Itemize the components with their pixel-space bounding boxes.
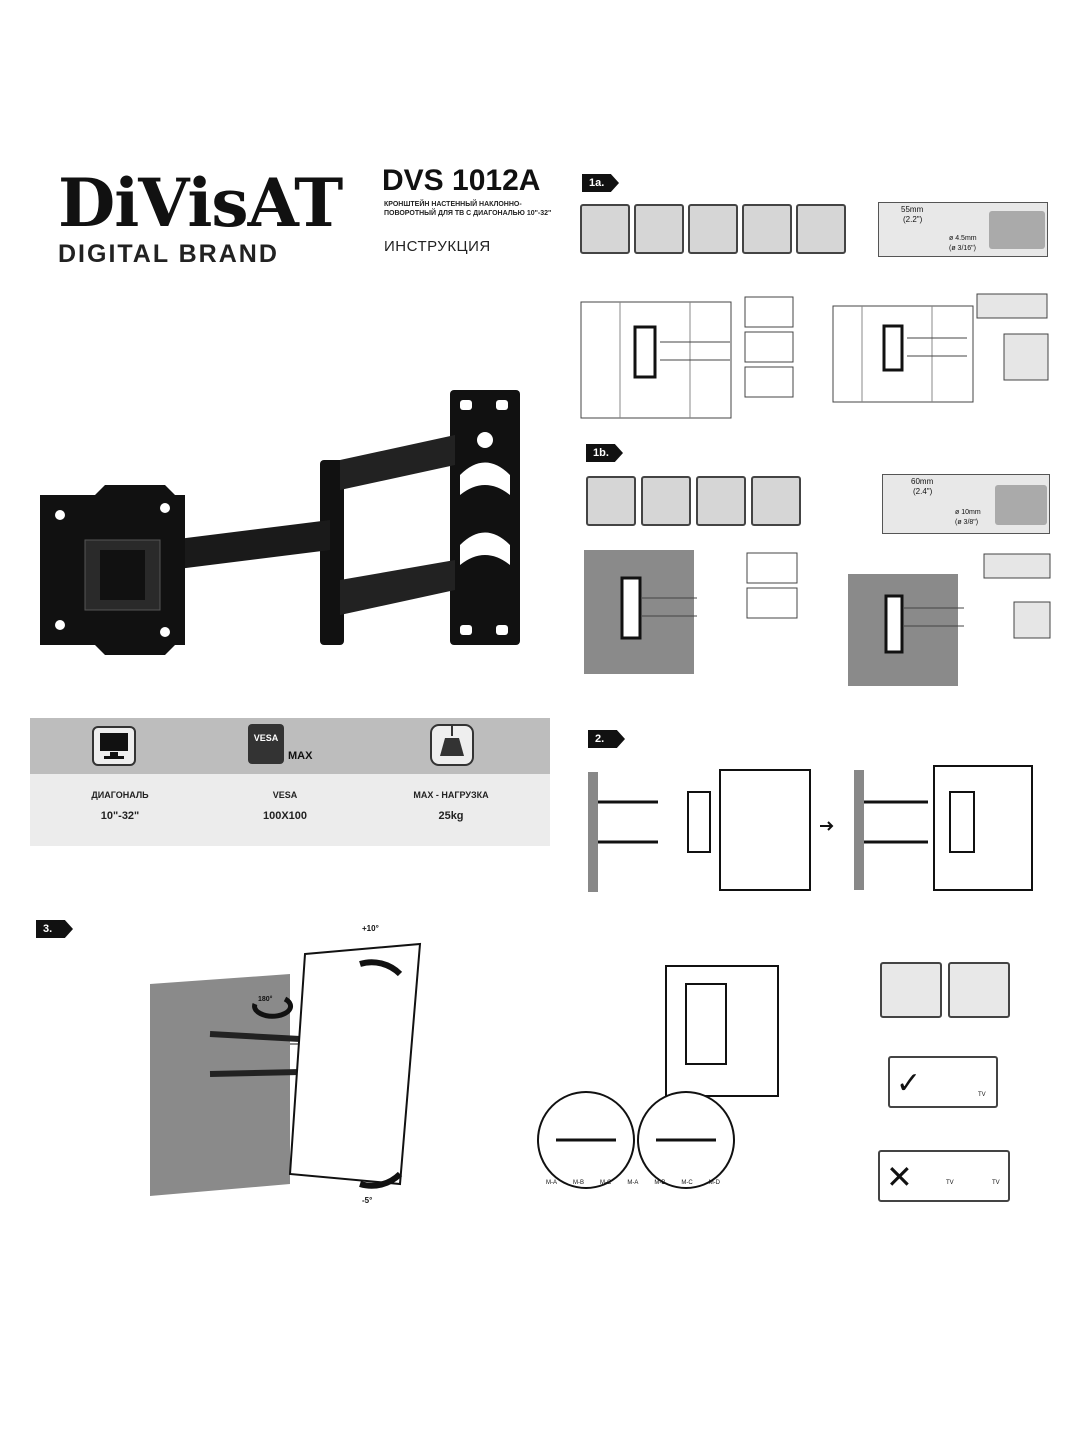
- tv-label: TV: [978, 1092, 986, 1098]
- step-badge-1a: 1a.: [582, 174, 619, 192]
- screwdriver-icon: [948, 962, 1010, 1018]
- screw-label: M-D: [708, 1180, 721, 1186]
- screw-label: M-B: [573, 1180, 584, 1186]
- drill-diameter-1a-in: (ø 3/16"): [949, 245, 976, 252]
- bracket-photo: [40, 390, 520, 655]
- product-description: КРОНШТЕЙН НАСТЕННЫЙ НАКЛОННО-ПОВОРОТНЫЙ …: [384, 201, 552, 217]
- drill-diameter-1a-mm: ø 4.5mm: [949, 235, 977, 242]
- vesa-icon-text: VESA: [253, 733, 279, 743]
- spec-panel: VESA MAX ДИАГОНАЛЬ 10"-32" VESA 100X100 …: [30, 718, 550, 846]
- spec-load-value: 25kg: [438, 810, 464, 822]
- spec-values-row: [30, 774, 550, 846]
- step-badge-3: 3.: [36, 920, 73, 938]
- spec-diagonal-label: ДИАГОНАЛЬ: [91, 790, 149, 800]
- incorrect-screw-icon: ✕ TV TV: [878, 1150, 1010, 1202]
- level-icon: [634, 204, 684, 254]
- tilt-up-label: +10°: [362, 924, 379, 933]
- wall-tool-icon: [580, 204, 630, 254]
- drill-depth-1a-in: (2.2"): [903, 215, 923, 224]
- check-icon: ✓: [896, 1067, 922, 1100]
- screw-detail-diagram: [537, 965, 779, 1189]
- drill-depth-1a: 55mm (2.2") ø 4.5mm (ø 3/16"): [878, 202, 1048, 257]
- brick-wall-icon: [586, 476, 636, 526]
- masonry-bit-icon: [641, 476, 691, 526]
- monitor-icon: [92, 726, 136, 766]
- screw-label: M-B: [654, 1180, 666, 1186]
- correct-screw-icon: ✓ TV: [888, 1056, 998, 1108]
- tv-label: TV: [992, 1180, 1000, 1186]
- power-drill-icon: [796, 204, 846, 254]
- install-diagram-1b-right: [848, 553, 1051, 686]
- swing-arms: [170, 435, 455, 645]
- spec-diagonal: ДИАГОНАЛЬ 10"-32": [35, 790, 205, 822]
- spec-diagonal-value: 10"-32": [100, 810, 140, 822]
- install-diagram-1a-left: [580, 296, 794, 419]
- spec-vesa-label: VESA: [272, 790, 298, 800]
- drill-diameter-1b-in: (ø 3/8"): [955, 519, 979, 526]
- brand-tagline: DIGITAL BRAND: [58, 240, 279, 268]
- spec-load: MAX - НАГРУЗКА 25kg: [366, 790, 536, 822]
- pencil-icon: [742, 204, 792, 254]
- step-badge-2: 2.: [588, 730, 625, 748]
- spec-vesa-value: 100X100: [262, 810, 308, 822]
- tilt-swivel-diagram: +10° -5° 180°: [150, 924, 530, 1214]
- vesa-plate: [40, 485, 185, 655]
- screw-labels: M-A M-B M-C M-A M-B M-C M-D: [546, 1180, 720, 1186]
- drill-bit-icon: [688, 204, 738, 254]
- vesa-icon: VESA: [248, 724, 284, 764]
- spec-vesa: VESA 100X100: [200, 790, 370, 822]
- screw-label: M-C: [600, 1180, 612, 1186]
- pencil-icon: [696, 476, 746, 526]
- drill-graphic-1a: [989, 211, 1045, 249]
- tv-label: TV: [946, 1180, 954, 1186]
- install-diagram-1a-right: [832, 293, 1049, 403]
- model-number: DVS 1012A: [382, 164, 541, 197]
- tilt-down-label: -5°: [362, 1196, 373, 1205]
- drill-depth-1a-mm: 55mm: [901, 205, 924, 214]
- screw-label: M-A: [627, 1180, 639, 1186]
- spec-load-label: MAX - НАГРУЗКА: [413, 790, 489, 800]
- rotate-label: 180°: [258, 996, 273, 1003]
- step-badge-1b: 1b.: [586, 444, 623, 462]
- vesa-max-label: MAX: [288, 750, 313, 762]
- brand-logo: DiVisAT: [58, 164, 343, 242]
- install-diagram-1b-left: [584, 550, 798, 674]
- instruction-title: ИНСТРУКЦИЯ: [384, 238, 491, 255]
- screw-label: M-A: [546, 1180, 557, 1186]
- two-person-lift-icon: [880, 962, 942, 1018]
- power-drill-icon: [751, 476, 801, 526]
- wall-plate: [450, 390, 520, 645]
- tilt-swivel-graphic: [150, 942, 422, 1196]
- cross-icon: ✕: [886, 1159, 913, 1195]
- drill-depth-1b: 60mm (2.4") ø 10mm (ø 3/8"): [882, 474, 1050, 534]
- drill-depth-1b-mm: 60mm: [911, 477, 934, 486]
- brand-logo-text: DiVisAT: [58, 164, 343, 242]
- weight-icon: [430, 724, 474, 766]
- screw-label: M-C: [681, 1180, 693, 1186]
- drill-depth-1b-in: (2.4"): [913, 487, 933, 496]
- attach-tv-diagram: [588, 765, 1033, 892]
- drill-diameter-1b-mm: ø 10mm: [955, 509, 981, 516]
- drill-graphic-1b: [995, 485, 1047, 525]
